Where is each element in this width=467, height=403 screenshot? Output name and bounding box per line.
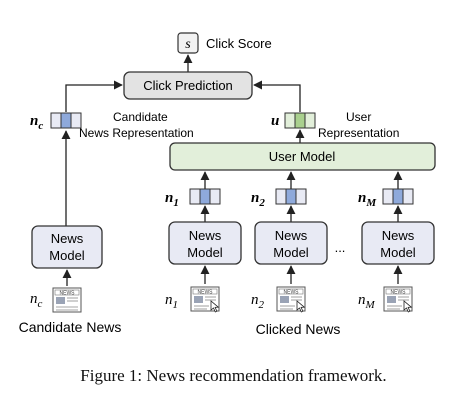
clicked-newspaper-icon: NEWS (190, 286, 220, 313)
clicked-vector-symbol: n2 (251, 190, 265, 209)
candidate-vector-label-line2: News Representation (79, 126, 194, 140)
arrow-candidate-to-prediction (65, 80, 123, 112)
user-model-label: User Model (269, 149, 336, 164)
candidate-newspaper-icon: NEWS (52, 287, 82, 313)
svg-text:NEWS: NEWS (198, 289, 214, 295)
click-score-label: Click Score (206, 36, 272, 51)
candidate-vector: nc Candidate News Representation (30, 110, 194, 140)
click-cursor-icon (210, 300, 220, 313)
clicked-news-model-box (168, 221, 242, 265)
score-box (177, 32, 199, 54)
clicked-vector-symbol: nM (358, 190, 377, 209)
clicked-news-model-line2: Model (273, 245, 309, 260)
user-model-box (169, 142, 436, 171)
clicked-news-symbol: n1 (165, 292, 178, 311)
click-score-node: s Click Score (177, 32, 272, 54)
vector-cell (382, 188, 394, 205)
click-cursor-icon (403, 300, 413, 313)
clicked-news-symbol: n2 (251, 292, 265, 311)
svg-text:NEWS: NEWS (391, 289, 407, 295)
svg-text:NEWS: NEWS (284, 289, 300, 295)
vector-cell (199, 188, 211, 205)
candidate-vector-label-line1: Candidate (113, 110, 168, 124)
svg-text:NEWS: NEWS (60, 290, 76, 296)
ellipsis: ... (335, 240, 346, 255)
user-vector: u User Representation (271, 110, 399, 140)
candidate-news-model-line2: Model (49, 248, 85, 263)
clicked-news-model-box (361, 221, 435, 265)
vector-cell (209, 188, 221, 205)
candidate-vector-symbol: nc (30, 113, 43, 132)
score-symbol: s (185, 37, 191, 52)
user-vector-label-line2: Representation (318, 126, 399, 140)
clicked-news-model-line2: Model (187, 245, 223, 260)
vector-cell (275, 188, 287, 205)
user-model-node: User Model (169, 142, 436, 171)
click-prediction-label: Click Prediction (143, 78, 233, 93)
click-prediction-box (123, 71, 253, 100)
clicked-newspaper-icon: NEWS (383, 286, 413, 313)
click-prediction-node: Click Prediction (123, 71, 253, 100)
user-vector-label-line1: User (346, 110, 371, 124)
clicked-newspaper-icon: NEWS (276, 286, 306, 313)
arrow-user-to-prediction (253, 80, 301, 112)
clicked-news-symbol: nM (358, 292, 376, 311)
clicked-news-model-line1: News (382, 228, 415, 243)
candidate-news-label: Candidate News (19, 319, 122, 335)
clicked-news-model-line1: News (189, 228, 222, 243)
candidate-news-model-box (31, 225, 103, 269)
user-vector-symbol: u (271, 113, 279, 129)
clicked-vector-symbol: n1 (165, 190, 179, 209)
vector-cell (295, 188, 307, 205)
click-cursor-icon (296, 300, 306, 313)
clicked-news-columns: n1NewsModeln1NEWSn2NewsModeln2NEWSnMNews… (165, 171, 435, 313)
clicked-news-label: Clicked News (256, 321, 341, 337)
candidate-news-model: News Model (31, 225, 103, 269)
clicked-news-model-box (254, 221, 328, 265)
vector-cell (402, 188, 414, 205)
vector-cell (189, 188, 201, 205)
vector-cell (285, 188, 297, 205)
candidate-news-symbol: nc (30, 291, 43, 310)
candidate-news-model-line1: News (51, 231, 84, 246)
clicked-news-model-line1: News (275, 228, 308, 243)
figure-caption: Figure 1: News recommendation framework. (80, 366, 387, 385)
clicked-news-model-line2: Model (380, 245, 416, 260)
vector-cell (392, 188, 404, 205)
